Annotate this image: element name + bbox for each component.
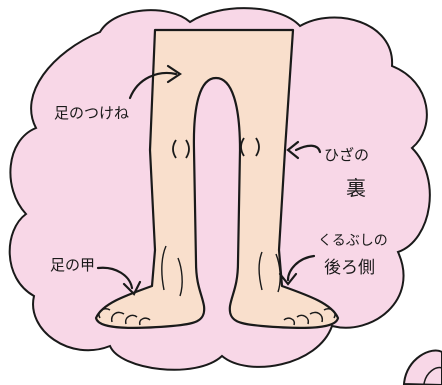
label-thigh-base: 足のつけね bbox=[54, 106, 129, 121]
label-knee-back-line1: ひざの bbox=[324, 148, 369, 163]
label-knee-back-line2: 裏 bbox=[346, 178, 366, 198]
label-ankle-back-line1: くるぶしの bbox=[318, 234, 388, 248]
label-instep: 足の甲 bbox=[50, 258, 95, 273]
label-ankle-back-line2: 後ろ側 bbox=[324, 260, 375, 277]
